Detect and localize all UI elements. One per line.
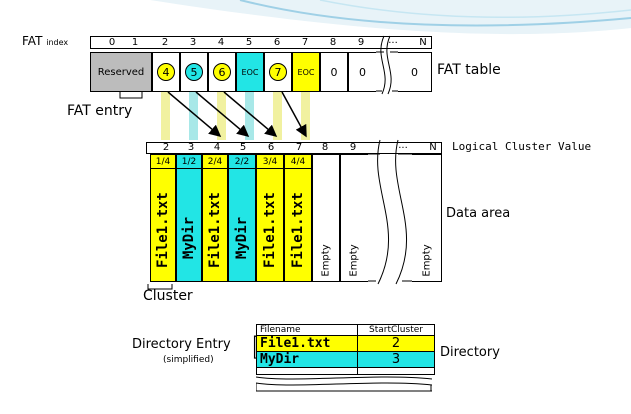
directory-header-row: Filename StartCluster (256, 324, 435, 336)
directory-row-empty (256, 367, 435, 375)
fat-index-7: 7 (301, 37, 309, 48)
content-cluster-5: MyDir (234, 216, 250, 260)
col-startcluster: StartCluster (357, 324, 435, 336)
fat-table-label: FAT table (437, 62, 501, 78)
fat-index-row (90, 36, 432, 49)
fat-cell-6: 7 (264, 52, 292, 92)
data-index-5: 5 (239, 142, 247, 153)
fat-index-6: 6 (273, 37, 281, 48)
fat-value-7: EOC (297, 67, 315, 77)
dir-start-1: 2 (357, 335, 435, 352)
fat-value-3: 5 (185, 63, 203, 81)
cluster-bracket (147, 284, 173, 290)
directory-entry-label: Directory Entry (132, 337, 231, 352)
fat-value-6: 7 (269, 63, 287, 81)
fraction-3: 1/2 (181, 157, 197, 167)
data-cluster-n (412, 154, 442, 282)
fat-value-4: 6 (213, 63, 231, 81)
fat-break (376, 35, 398, 95)
data-area-label: Data area (446, 206, 511, 221)
fat-entry-bracket (119, 92, 143, 99)
fat-index-2: 2 (161, 37, 169, 48)
content-cluster-8: Empty (320, 244, 332, 277)
data-index-7: 7 (295, 142, 303, 153)
fat-reserved-cell: Reserved (90, 52, 152, 92)
data-cluster-9 (340, 154, 368, 282)
fat-cell-7: EOC (292, 52, 320, 92)
fat-index-3: 3 (189, 37, 197, 48)
fat-value-5: EOC (241, 67, 259, 77)
data-index-row (146, 142, 442, 154)
fat-index-8: 8 (329, 37, 337, 48)
data-break (368, 139, 412, 285)
fat-index-5: 5 (245, 37, 253, 48)
directory-entry-sub: (simplified) (163, 355, 214, 365)
fraction-4: 2/4 (207, 157, 223, 167)
fat-index-1: 1 (131, 37, 139, 48)
index-label: index (46, 38, 69, 47)
directory-row: MyDir 3 (256, 351, 435, 368)
data-index-6: 6 (267, 142, 275, 153)
fraction-divider (150, 168, 312, 169)
fat-cell-2: 4 (152, 52, 180, 92)
logical-cluster-label: Logical Cluster Value (452, 140, 592, 153)
col-filename: Filename (256, 324, 358, 336)
data-index-2: 2 (162, 142, 170, 153)
data-index-8: 8 (321, 142, 329, 153)
content-cluster-9: Empty (348, 244, 360, 277)
fat-cell-n: 0 (398, 52, 432, 92)
fat-index-9: 9 (357, 37, 365, 48)
fat-index-label: FAT index (22, 34, 68, 48)
data-cluster-3: 1/2 (176, 154, 202, 282)
fat-index-0: 0 (108, 37, 116, 48)
cluster-label: Cluster (143, 288, 193, 304)
data-cluster-2: 1/4 (150, 154, 176, 282)
fat-value-8: 0 (330, 65, 338, 79)
fat-value-2: 4 (157, 63, 175, 81)
data-index-ellipsis: ... (398, 140, 408, 151)
fat-value-n: 0 (411, 65, 418, 79)
fat-cell-5: EOC (236, 52, 264, 92)
data-cluster-6: 3/4 (256, 154, 284, 282)
content-cluster-3: MyDir (181, 216, 197, 260)
fraction-7: 4/4 (290, 157, 306, 167)
directory-label: Directory (440, 345, 500, 360)
directory-row: File1.txt 2 (256, 335, 435, 352)
data-index-9: 9 (349, 142, 357, 153)
fraction-6: 3/4 (262, 157, 278, 167)
fat-cell-9: 0 (348, 52, 376, 92)
fat-value-9: 0 (359, 65, 366, 79)
data-index-n: N (429, 142, 437, 153)
connector-layer (161, 92, 310, 140)
fat-index-n: N (419, 37, 427, 48)
reserved-label: Reserved (97, 66, 145, 78)
content-cluster-7: File1.txt (290, 192, 306, 268)
directory-table: Filename StartCluster File1.txt 2 MyDir … (256, 324, 435, 393)
content-cluster-4: File1.txt (207, 192, 223, 268)
data-index-4: 4 (213, 142, 221, 153)
dir-name-2: MyDir (256, 351, 358, 368)
data-cluster-7: 4/4 (284, 154, 312, 282)
data-cluster-8 (312, 154, 340, 282)
fraction-5: 2/2 (234, 157, 250, 167)
fat-label: FAT (22, 34, 43, 48)
fat-cell-3: 5 (180, 52, 208, 92)
content-cluster-2: File1.txt (155, 192, 171, 268)
dir-start-2: 3 (357, 351, 435, 368)
fat-index-4: 4 (217, 37, 225, 48)
data-cluster-4: 2/4 (202, 154, 228, 282)
dir-name-1: File1.txt (256, 335, 358, 352)
content-cluster-n: Empty (421, 244, 433, 277)
data-index-3: 3 (187, 142, 195, 153)
fat-entry-label: FAT entry (67, 103, 133, 119)
data-cluster-5: 2/2 (228, 154, 256, 282)
fat-cell-4: 6 (208, 52, 236, 92)
fat-cell-8: 0 (320, 52, 348, 92)
directory-break (256, 376, 432, 392)
fat-index-ellipsis: ... (388, 35, 398, 46)
header-swoosh (150, 0, 631, 35)
fraction-2: 1/4 (155, 157, 171, 167)
content-cluster-6: File1.txt (262, 192, 278, 268)
